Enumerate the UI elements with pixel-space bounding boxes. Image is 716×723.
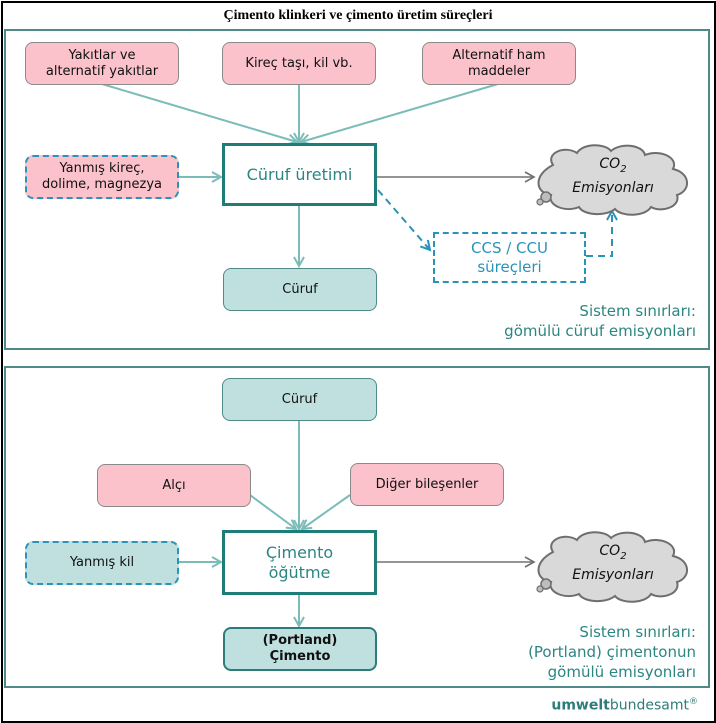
diagram-title: Çimento klinkeri ve çimento üretim süreç…: [223, 8, 493, 23]
input-clinker-label: Cüruf: [281, 391, 318, 407]
boundary-2-line2: (Portland) çimentonun: [528, 643, 696, 661]
input-limestone: Kireç taşı, kil vb.: [222, 42, 376, 85]
input-burnt-clay: Yanmış kil: [25, 541, 179, 585]
output-clinker: Cüruf: [223, 268, 377, 311]
logo-bold: umwelt: [551, 697, 610, 714]
system-boundary-2: Sistem sınırları: (Portland) çimentonun …: [396, 622, 696, 682]
co2-subscript-2: 2: [620, 550, 627, 562]
co2-emissions-2: CO2 Emisyonları: [545, 542, 681, 584]
umweltbundesamt-logo: umweltbundesamt®: [551, 697, 698, 714]
boundary-1-line1: Sistem sınırları:: [579, 302, 696, 320]
cement-grinding-process: Çimento öğütme: [222, 530, 377, 595]
logo-regular: bundesamt: [609, 697, 689, 714]
co2-emissions-1: CO2 Emisyonları: [545, 155, 681, 197]
co2-emissions-label-2: Emisyonları: [572, 566, 654, 583]
input-gypsum-label: Alçı: [162, 477, 186, 493]
portland-line2: Çimento: [269, 649, 331, 664]
input-burnt-lime-label: Yanmış kireç, dolime, magnezya: [42, 161, 162, 192]
ccs-ccu-label: CCS / CCU süreçleri: [471, 238, 548, 276]
cement-grinding-line2: öğütme: [268, 562, 331, 582]
co2-emissions-label-1: Emisyonları: [572, 179, 654, 196]
input-burnt-clay-label: Yanmış kil: [69, 555, 135, 570]
input-fuels: Yakıtlar ve alternatif yakıtlar: [25, 42, 179, 85]
ccs-ccu-processes: CCS / CCU süreçleri: [433, 232, 586, 283]
boundary-1-line2: gömülü cüruf emisyonları: [504, 322, 696, 340]
input-burnt-lime: Yanmış kireç, dolime, magnezya: [25, 155, 179, 199]
logo-mark: ®: [689, 697, 698, 707]
input-alternative-raw: Alternatif ham maddeler: [422, 42, 576, 85]
co2-formula-2: CO: [599, 543, 621, 559]
input-other-components-label: Diğer bileşenler: [375, 476, 479, 492]
boundary-2-line3: gömülü emisyonları: [547, 663, 696, 681]
output-portland-cement: (Portland) Çimento: [223, 627, 377, 671]
input-other-components: Diğer bileşenler: [350, 463, 504, 506]
clinker-production-process: Cüruf üretimi: [222, 143, 377, 206]
system-boundary-1: Sistem sınırları: gömülü cüruf emisyonla…: [396, 301, 696, 341]
boundary-2-line1: Sistem sınırları:: [579, 623, 696, 641]
input-alternative-raw-label: Alternatif ham maddeler: [452, 47, 546, 79]
cement-grinding-line1: Çimento: [265, 542, 334, 562]
input-clinker: Cüruf: [222, 378, 377, 421]
co2-formula-1: CO: [599, 156, 621, 172]
output-clinker-label: Cüruf: [282, 281, 318, 297]
portland-line1: (Portland): [262, 633, 338, 648]
input-limestone-label: Kireç taşı, kil vb.: [245, 55, 353, 71]
input-gypsum: Alçı: [97, 464, 251, 507]
co2-subscript-1: 2: [620, 163, 627, 175]
clinker-production-label: Cüruf üretimi: [246, 164, 353, 184]
input-fuels-label: Yakıtlar ve alternatif yakıtlar: [45, 47, 159, 79]
